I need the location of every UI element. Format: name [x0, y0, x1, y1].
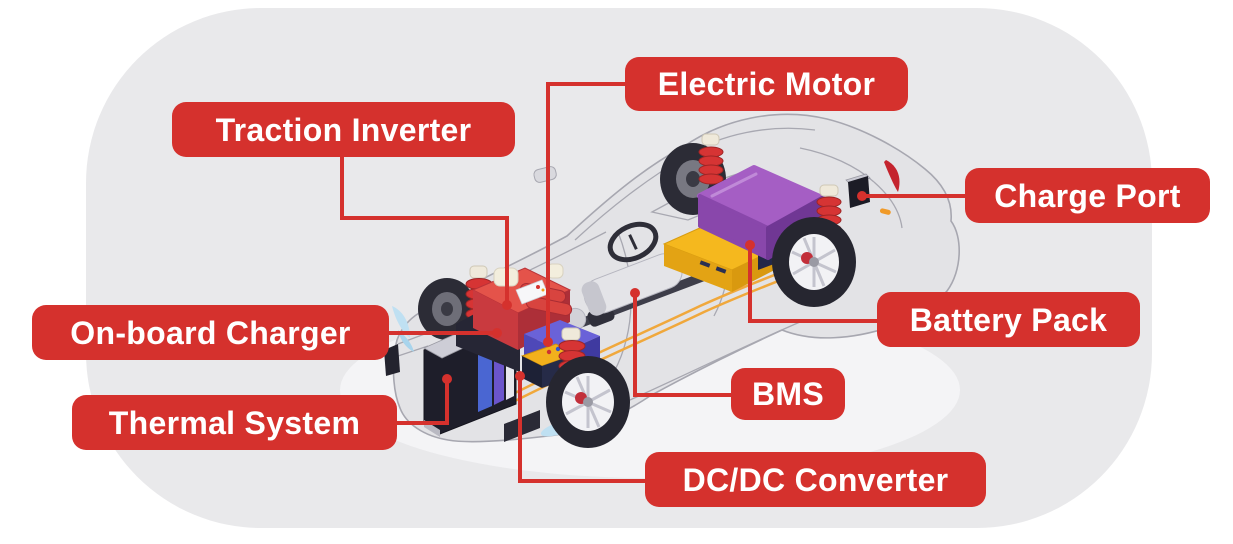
- rear-far-suspension-spring: [698, 133, 724, 185]
- connector-bms-dot: [630, 288, 640, 298]
- connector-bms: [633, 293, 731, 397]
- connector-charge-port-dot: [857, 191, 867, 201]
- front-bumper-insert: [384, 344, 400, 376]
- connector-dcdc-converter-dot: [515, 371, 525, 381]
- front-far-wheel: [418, 278, 476, 340]
- label-bms: BMS: [731, 368, 845, 420]
- label-thermal-system-text: Thermal System: [108, 404, 361, 441]
- label-dcdc-converter: DC/DC Converter: [645, 452, 986, 507]
- label-charge-port: Charge Port: [965, 168, 1210, 223]
- label-onboard-charger: On-board Charger: [32, 305, 389, 360]
- front-near-wheel: [546, 356, 630, 448]
- label-dcdc-converter-text: DC/DC Converter: [682, 461, 949, 498]
- connector-electric-motor: [546, 82, 625, 342]
- rear-near-wheel: [772, 217, 856, 307]
- rear-marker: [879, 208, 891, 215]
- connector-battery-pack-dot: [745, 240, 755, 250]
- label-onboard-charger-text: On-board Charger: [70, 314, 351, 351]
- connector-traction-inverter: [340, 157, 509, 305]
- label-traction-inverter-text: Traction Inverter: [215, 111, 472, 148]
- connector-dcdc-converter: [518, 376, 645, 483]
- taillight: [884, 160, 900, 192]
- label-battery-pack-text: Battery Pack: [909, 301, 1108, 338]
- label-battery-pack: Battery Pack: [877, 292, 1140, 347]
- label-traction-inverter: Traction Inverter: [172, 102, 515, 157]
- label-bms-text: BMS: [751, 376, 824, 412]
- connector-traction-inverter-dot: [502, 300, 512, 310]
- coolant-swish-front-2: [398, 330, 414, 352]
- steering-wheel: [607, 221, 659, 263]
- label-charge-port-text: Charge Port: [994, 177, 1181, 214]
- label-electric-motor: Electric Motor: [625, 57, 908, 111]
- label-thermal-system: Thermal System: [72, 395, 397, 450]
- coolant-swish-front-1: [392, 306, 410, 338]
- connector-thermal-system-dot: [442, 374, 452, 384]
- connector-electric-motor-dot: [543, 337, 553, 347]
- connector-thermal-system: [397, 379, 449, 425]
- label-electric-motor-text: Electric Motor: [657, 66, 876, 102]
- connector-onboard-charger-dot: [492, 328, 502, 338]
- connector-battery-pack: [748, 245, 877, 323]
